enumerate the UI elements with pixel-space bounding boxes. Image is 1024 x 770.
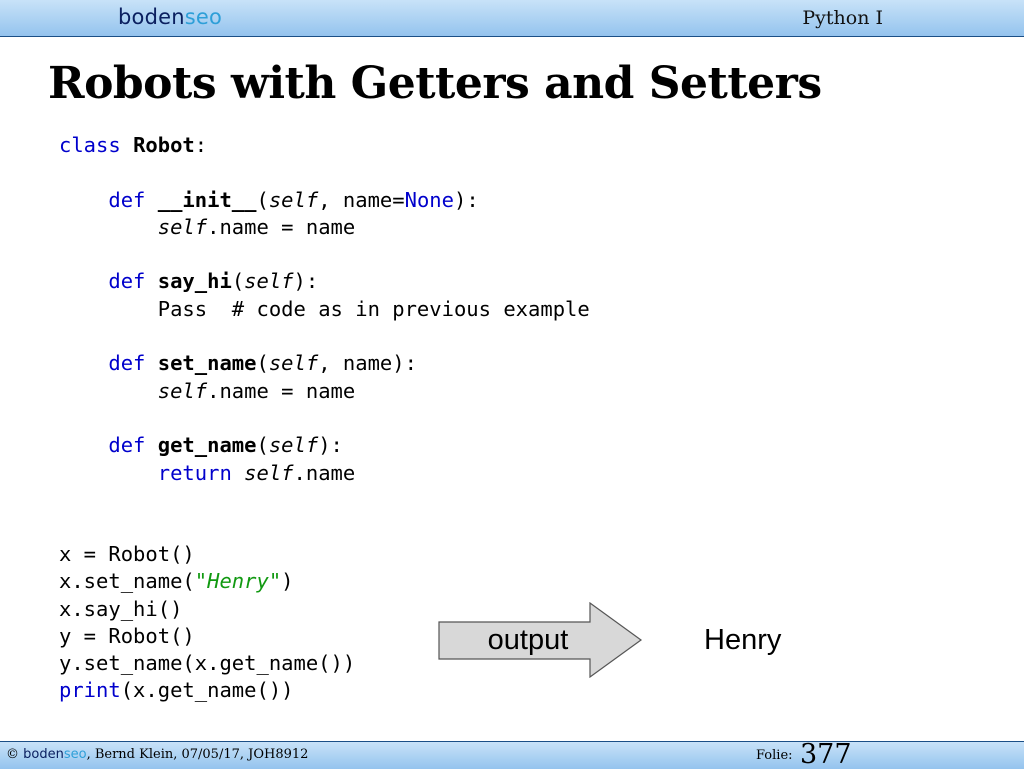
code-line: y.set_name(x.get_name()): [59, 651, 356, 676]
usage-code-block: x = Robot() x.set_name("Henry") x.say_hi…: [59, 541, 355, 705]
code-token: Pass # code as in previous example: [157, 296, 590, 321]
footer-bar: © bodenseo, Bernd Klein, 07/05/17, JOH89…: [0, 739, 1024, 770]
code-token: self: [157, 378, 208, 403]
code-token: __init__: [157, 187, 257, 212]
output-result: Henry: [704, 624, 782, 656]
logo-main-text: boden: [118, 5, 185, 29]
code-token: (x.get_name()): [120, 678, 294, 703]
code-line: x = Robot(): [59, 542, 195, 566]
code-string: "Henry": [194, 569, 282, 594]
code-token: def: [108, 269, 146, 294]
footer-brand-accent: seo: [63, 747, 87, 762]
code-token: self: [268, 351, 319, 376]
code-token: def: [108, 433, 146, 458]
code-token: :: [194, 133, 208, 157]
code-line: x.say_hi(): [59, 596, 183, 621]
header-bar: bodenseo Python I: [0, 0, 1024, 37]
code-token: .name = name: [207, 378, 356, 403]
code-token: ): [281, 569, 294, 594]
slide-title: Robots with Getters and Setters: [48, 58, 822, 109]
code-token: class: [59, 133, 121, 157]
code-line: y = Robot(): [59, 623, 195, 648]
code-token: self: [268, 187, 319, 212]
bodenseo-logo: bodenseo: [118, 5, 222, 29]
logo-accent-text: seo: [184, 5, 223, 29]
code-token: set_name: [157, 351, 257, 376]
output-arrow-shape: [438, 602, 643, 678]
course-title: Python I: [802, 7, 883, 29]
footer-brand-main: boden: [23, 747, 64, 762]
slide-number: 377: [800, 739, 852, 770]
code-token: self: [244, 460, 294, 485]
code-token: self: [268, 433, 319, 458]
code-token: get_name: [157, 433, 257, 458]
code-token: say_hi: [157, 269, 232, 294]
code-token: def: [108, 187, 146, 212]
footer-copyright: © bodenseo, Bernd Klein, 07/05/17, JOH89…: [6, 747, 308, 762]
code-token: None: [404, 187, 454, 212]
code-token: def: [108, 351, 146, 376]
code-token: print: [59, 678, 121, 703]
code-token: return: [157, 460, 232, 485]
code-token: .name: [293, 460, 356, 485]
slide-number-label: Folie:: [756, 748, 793, 763]
copyright-symbol: ©: [6, 747, 19, 762]
code-token: .name = name: [207, 214, 356, 239]
code-token: x.set_name(: [59, 569, 195, 594]
code-token: Robot: [133, 133, 195, 157]
output-arrow-label: output: [487, 624, 569, 656]
code-token: self: [244, 269, 294, 294]
class-code-block: class Robot: def __init__(self, name=Non…: [59, 133, 590, 485]
code-token: self: [157, 214, 208, 239]
footer-author-info: , Bernd Klein, 07/05/17, JOH8912: [86, 747, 309, 762]
